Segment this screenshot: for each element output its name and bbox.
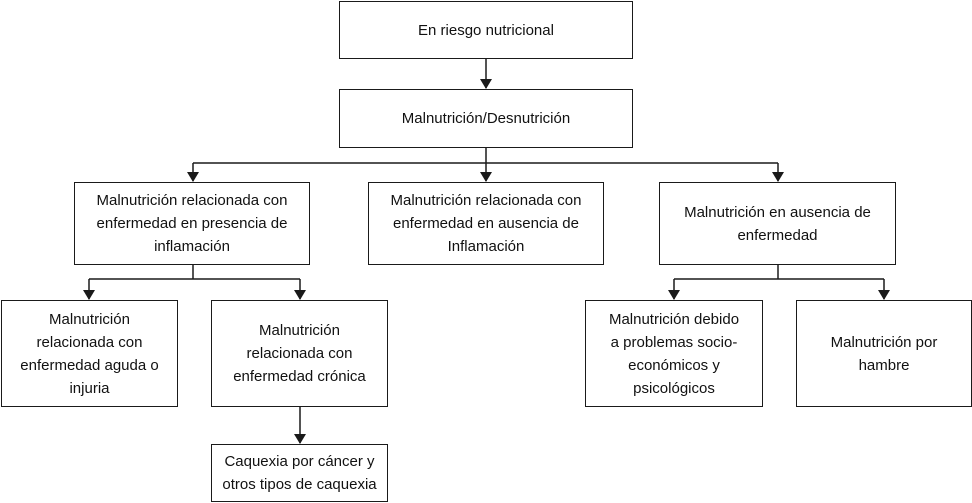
node-acute: Malnutrición relacionada con enfermedad … <box>1 300 178 407</box>
node-no-disease: Malnutrición en ausencia de enfermedad <box>659 182 896 265</box>
node-risk: En riesgo nutricional <box>339 1 633 59</box>
node-with-inflammation: Malnutrición relacionada con enfermedad … <box>74 182 310 265</box>
node-malnutrition: Malnutrición/Desnutrición <box>339 89 633 148</box>
node-socioeconomic: Malnutrición debido a problemas socio- e… <box>585 300 763 407</box>
node-hunger: Malnutrición por hambre <box>796 300 972 407</box>
node-without-inflammation: Malnutrición relacionada con enfermedad … <box>368 182 604 265</box>
node-chronic: Malnutrición relacionada con enfermedad … <box>211 300 388 407</box>
node-cachexia: Caquexia por cáncer y otros tipos de caq… <box>211 444 388 502</box>
